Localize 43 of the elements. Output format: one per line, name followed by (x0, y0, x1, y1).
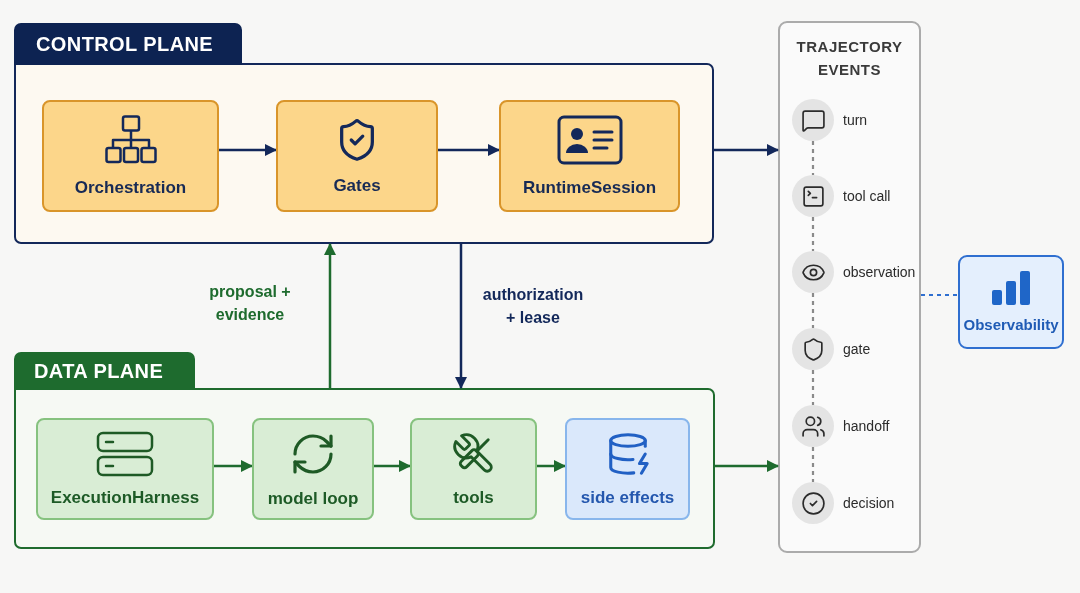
timeline-panel (778, 21, 921, 553)
event-label: turn (843, 111, 868, 129)
event-label: decision (843, 494, 895, 512)
arrow (219, 144, 277, 156)
panel-title-tab: CONTROL PLANE (14, 23, 242, 65)
process-box (499, 100, 680, 212)
box-label: ExecutionHarness (50, 486, 200, 508)
panel-heading: TRAJECTORY EVENTS (795, 37, 904, 80)
arrow (715, 460, 779, 472)
arrow (324, 243, 336, 388)
process-box (276, 100, 438, 212)
arrow (214, 460, 253, 472)
event-label: tool call (843, 187, 891, 205)
process-box (410, 418, 537, 520)
event-label: observation (843, 263, 916, 281)
process-box (36, 418, 214, 520)
dashed-connector (811, 370, 815, 405)
box-label: tools (453, 486, 494, 508)
process-box (42, 100, 219, 212)
box-label: RuntimeSession (522, 176, 657, 198)
arrow (714, 144, 779, 156)
box-label: Gates (333, 174, 381, 196)
dashed-connector (811, 447, 815, 482)
box-label: Orchestration (74, 176, 187, 198)
dashed-connector (811, 141, 815, 175)
edge-label: authorization + lease (481, 285, 585, 328)
event-label: gate (843, 340, 871, 358)
arrow (455, 244, 467, 389)
arrow (374, 460, 411, 472)
process-box (958, 255, 1064, 349)
dashed-connector (811, 217, 815, 251)
box-label: model loop (267, 487, 359, 509)
box-label: side effects (580, 486, 675, 508)
arrow (438, 144, 500, 156)
dashed-connector (811, 293, 815, 328)
event-label: handoff (843, 417, 890, 435)
box-label: Observability (963, 315, 1059, 334)
dashed-connector (921, 293, 958, 297)
arrow (537, 460, 566, 472)
process-box (252, 418, 374, 520)
panel-title-tab: DATA PLANE (14, 352, 195, 390)
edge-label: proposal + evidence (208, 282, 292, 325)
process-box (565, 418, 690, 520)
